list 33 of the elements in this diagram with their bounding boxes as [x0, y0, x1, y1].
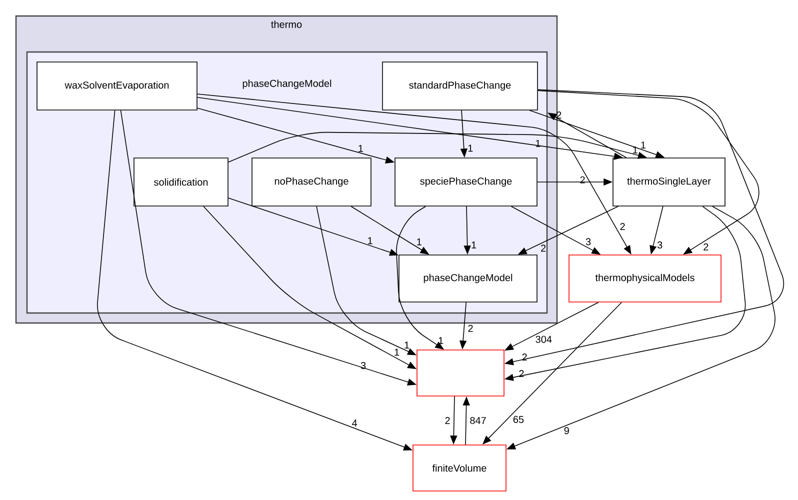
- edge-label: 1: [394, 348, 400, 356]
- folder-box: finiteVolume: [412, 444, 506, 492]
- edge-label: 2: [522, 354, 527, 361]
- folder-box: thermoSingleLayer: [612, 158, 726, 206]
- edge-label: 1: [468, 144, 473, 152]
- folder-box: speciePhaseChange: [394, 158, 538, 206]
- folder-box: noPhaseChange: [252, 158, 372, 206]
- folder-box: solidification: [134, 158, 228, 206]
- edge-label: 3: [657, 241, 662, 248]
- edge-label: 1: [536, 140, 540, 147]
- folder-box: waxSolventEvaporation: [36, 62, 198, 110]
- edge-label: 2: [541, 244, 546, 252]
- edge-label: 1: [641, 142, 646, 148]
- edge-label: 2: [468, 324, 473, 332]
- edge-label: 1: [404, 342, 410, 349]
- edge-label: 2: [704, 243, 708, 250]
- edge-label: 9: [564, 427, 569, 434]
- folder-box: [416, 350, 504, 396]
- folder-box: standardPhaseChange: [382, 62, 538, 110]
- edge-label: 3: [586, 238, 591, 246]
- edge-label: 1: [358, 144, 363, 152]
- edge-label: 2: [445, 417, 450, 424]
- edge-label: 1: [368, 237, 372, 244]
- folder-box: phaseChangeModel: [398, 254, 538, 302]
- edge-label: 4: [352, 420, 358, 426]
- edge-label: 1: [472, 242, 476, 248]
- edge-label: 304: [536, 336, 552, 343]
- edge-label: 2: [620, 223, 625, 230]
- edge-label: 2: [519, 370, 524, 378]
- folder-box: thermophysicalModels: [568, 254, 722, 302]
- edge-label: 847: [470, 416, 486, 424]
- edge-label: 1: [417, 238, 422, 246]
- edge-label: 65: [513, 416, 524, 423]
